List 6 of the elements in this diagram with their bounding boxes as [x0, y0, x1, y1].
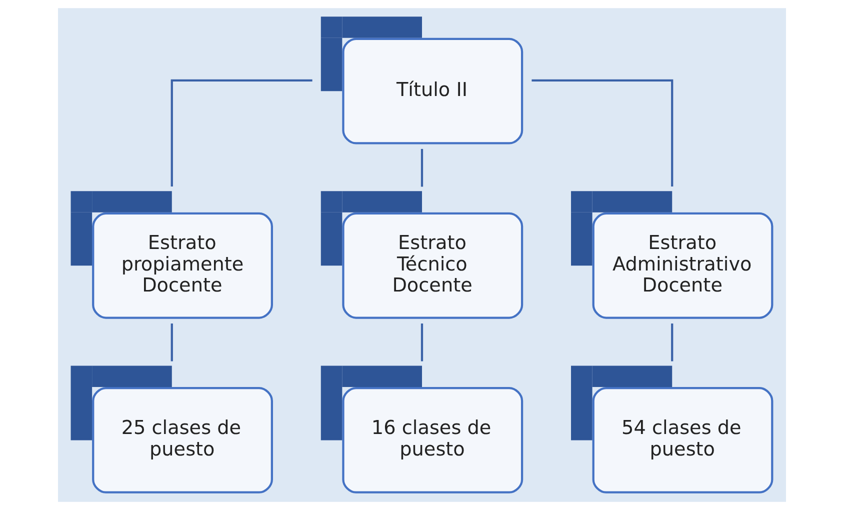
- connector: [420, 148, 424, 187]
- connector: [532, 79, 674, 186]
- connector: [420, 324, 424, 362]
- connector: [170, 324, 173, 362]
- connector: [671, 324, 674, 362]
- connector: [170, 79, 312, 186]
